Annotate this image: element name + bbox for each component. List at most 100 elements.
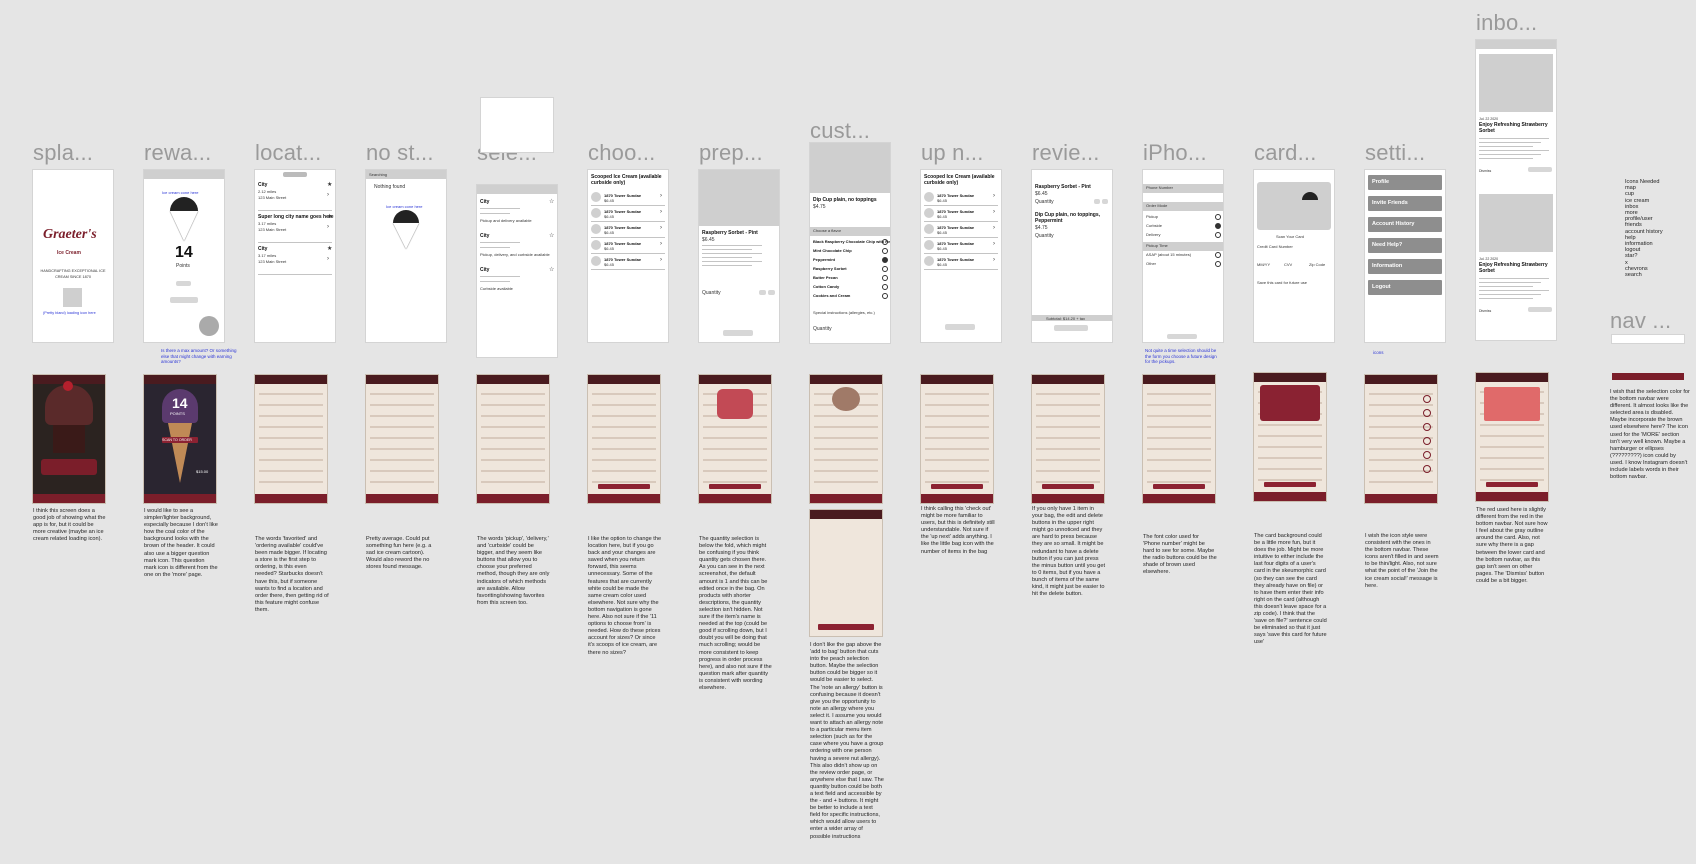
radio-button[interactable] [882, 293, 888, 299]
check-out-button[interactable] [945, 324, 975, 330]
hifi-header [810, 375, 882, 384]
primary-action-button[interactable] [1042, 484, 1094, 489]
content-row [1480, 468, 1544, 470]
hifi-bottom-navbar[interactable] [1254, 492, 1326, 501]
settings-line-icon [1423, 451, 1431, 459]
primary-action-button[interactable] [1264, 482, 1316, 487]
hifi-bottom-navbar[interactable] [144, 494, 216, 503]
edit-button[interactable] [1094, 199, 1100, 204]
radio-button[interactable] [1215, 261, 1221, 267]
content-row [925, 404, 989, 406]
order-now-button[interactable] [1528, 307, 1552, 312]
content-row [1369, 404, 1433, 406]
phone-field-bar[interactable] [1143, 184, 1223, 193]
get-preferences-button[interactable] [1054, 325, 1088, 331]
search-bar[interactable] [366, 170, 446, 179]
content-row [592, 437, 656, 439]
hifi-bottom-navbar[interactable] [588, 494, 660, 503]
quantity-minus[interactable] [759, 290, 766, 295]
radio-button[interactable] [882, 248, 888, 254]
frame-title: locat... [255, 140, 322, 165]
frame-title: setti... [1365, 140, 1426, 165]
add-to-bag-button[interactable] [818, 624, 874, 630]
product-price: $6.45 [937, 262, 948, 267]
hifi-bottom-navbar[interactable] [810, 494, 882, 503]
content-row [1258, 424, 1322, 426]
list-map-toggle[interactable] [283, 172, 307, 177]
hifi-bottom-navbar[interactable] [1032, 494, 1104, 503]
add-to-bag-button[interactable] [723, 330, 753, 336]
icon-list-item: cup [1625, 191, 1635, 198]
pickup-time-label: Pickup Time [1146, 243, 1168, 248]
divider [924, 237, 998, 238]
order-mode-option: Delivery [1146, 232, 1161, 237]
hifi-bottom-navbar[interactable] [1143, 494, 1215, 503]
delete-button[interactable] [1102, 199, 1108, 204]
scan-to-order-button[interactable] [170, 297, 198, 303]
product-thumbnail [591, 240, 601, 250]
star-icon: ★ [327, 214, 333, 220]
subtotal-bar [1032, 315, 1112, 321]
radio-button[interactable] [1215, 214, 1221, 220]
radio-button[interactable] [1215, 232, 1221, 238]
hifi-bottom-navbar[interactable] [477, 494, 549, 503]
icon-list-item: inbox [1625, 203, 1639, 210]
content-row [1036, 459, 1100, 461]
settings-item-need-help-[interactable]: Need Help? [1368, 238, 1442, 253]
hifi-bottom-navbar[interactable] [366, 494, 438, 503]
content-row [1147, 437, 1211, 439]
help-button[interactable] [176, 281, 191, 286]
content-row [1147, 393, 1211, 395]
primary-action-button[interactable] [598, 484, 650, 489]
settings-item-profile[interactable]: Profile [1368, 175, 1442, 190]
settings-item-invite-friends[interactable]: Invite Friends [1368, 196, 1442, 211]
icon-list-item: x [1625, 259, 1628, 266]
content-row [814, 426, 878, 428]
primary-action-button[interactable] [1153, 484, 1205, 489]
scan-to-order-button[interactable] [162, 437, 198, 443]
chevron-right-icon: › [993, 241, 995, 247]
hifi-bottom-navbar[interactable] [1612, 373, 1684, 380]
review-payment-button[interactable] [1167, 334, 1197, 339]
nothing-found: Nothing found [374, 184, 406, 190]
ice-cream-scoop-image [162, 389, 198, 423]
radio-button[interactable] [882, 257, 888, 263]
content-row [370, 470, 434, 472]
primary-action-button[interactable] [1486, 482, 1538, 487]
settings-item-account-history[interactable]: Account History [1368, 217, 1442, 232]
primary-action-button[interactable] [931, 484, 983, 489]
radio-button[interactable] [882, 239, 888, 245]
settings-item-information[interactable]: Information [1368, 259, 1442, 274]
radio-button[interactable] [882, 275, 888, 281]
hifi-bottom-navbar[interactable] [921, 494, 993, 503]
scan-card-link: Scan Your Card [1276, 234, 1305, 239]
content-row [925, 426, 989, 428]
hifi-bottom-navbar[interactable] [33, 494, 105, 503]
hifi-bottom-navbar[interactable] [255, 494, 327, 503]
content-row [703, 470, 767, 472]
hifi-bottom-navbar[interactable] [1365, 494, 1437, 503]
hifi-bottom-navbar[interactable] [699, 494, 771, 503]
radio-button[interactable] [1215, 223, 1221, 229]
primary-action-button[interactable] [709, 484, 761, 489]
description-line [702, 257, 752, 258]
settings-item-logout[interactable]: Logout [1368, 280, 1442, 295]
content-row [592, 415, 656, 417]
content-row [814, 459, 878, 461]
quantity-plus[interactable] [768, 290, 775, 295]
store-address: 123 Main Street [258, 259, 287, 264]
radio-button[interactable] [882, 284, 888, 290]
order-now-button[interactable] [1528, 167, 1552, 172]
cone-icon [393, 223, 419, 249]
radio-button[interactable] [1215, 252, 1221, 258]
hifi-header [810, 510, 882, 519]
chevron-right-icon: › [327, 224, 329, 230]
reward-badge[interactable] [199, 316, 219, 336]
content-row [592, 448, 656, 450]
divider [258, 210, 332, 211]
loading-icon [63, 288, 82, 307]
hifi-bottom-navbar[interactable] [1476, 492, 1548, 501]
content-row [1369, 448, 1433, 450]
radio-button[interactable] [882, 266, 888, 272]
